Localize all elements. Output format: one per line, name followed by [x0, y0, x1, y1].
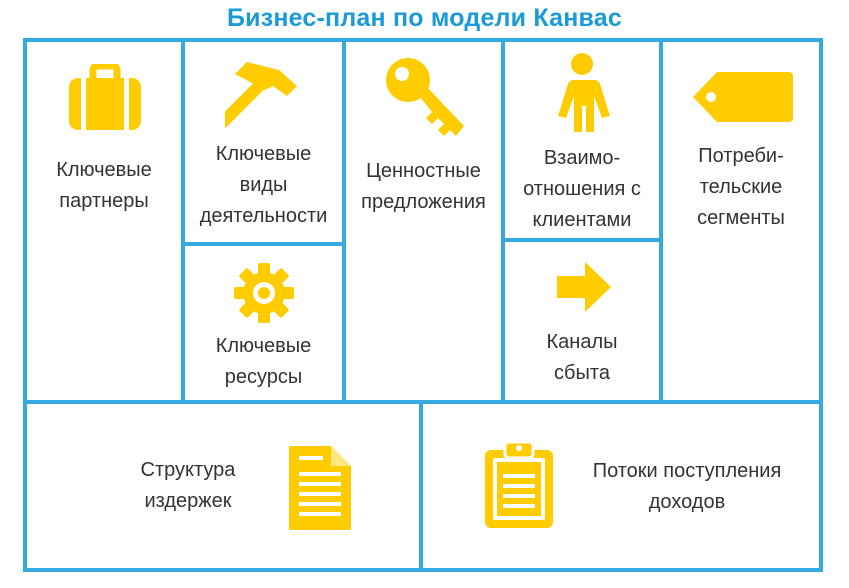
block-value-propositions: Ценностные предложения [346, 42, 501, 400]
document-icon [287, 444, 353, 532]
label-key-resources: Ключевые ресурсы [215, 335, 312, 388]
block-customer-segments: Потреби- тельские сегменты [663, 42, 819, 400]
briefcase-icon [67, 64, 143, 132]
hammer-icon [225, 60, 305, 136]
gear-icon [233, 262, 295, 324]
label-channels: Каналы сбыта [546, 331, 618, 384]
key-icon [384, 56, 466, 140]
label-customer-relationships: Взаимо- отношения с клиентами [523, 147, 641, 231]
arrow-right-icon [555, 260, 613, 314]
block-revenue-streams: Потоки поступления доходов [423, 404, 819, 568]
block-customer-relationships: Взаимо- отношения с клиентами [505, 42, 659, 238]
tag-icon [689, 68, 797, 126]
business-model-canvas: Ключевые партнеры Ключевые виды деятельн… [23, 38, 823, 572]
block-key-resources: Ключевые ресурсы [185, 246, 342, 400]
label-cost-structure: Структура издержек [140, 459, 236, 512]
block-key-partners: Ключевые партнеры [27, 42, 181, 400]
label-key-partners: Ключевые партнеры [56, 159, 152, 212]
label-key-activities: Ключевые виды деятельности [199, 143, 328, 227]
person-icon [552, 52, 612, 134]
block-cost-structure: Структура издержек [27, 404, 419, 568]
clipboard-icon [483, 438, 555, 530]
diagram-title: Бизнес-план по модели Канвас [226, 4, 622, 32]
label-revenue-streams: Потоки поступления доходов [592, 460, 782, 513]
block-key-activities: Ключевые виды деятельности [185, 42, 342, 242]
block-channels: Каналы сбыта [505, 242, 659, 400]
label-customer-segments: Потреби- тельские сегменты [697, 145, 785, 229]
label-value-propositions: Ценностные предложения [361, 160, 486, 213]
